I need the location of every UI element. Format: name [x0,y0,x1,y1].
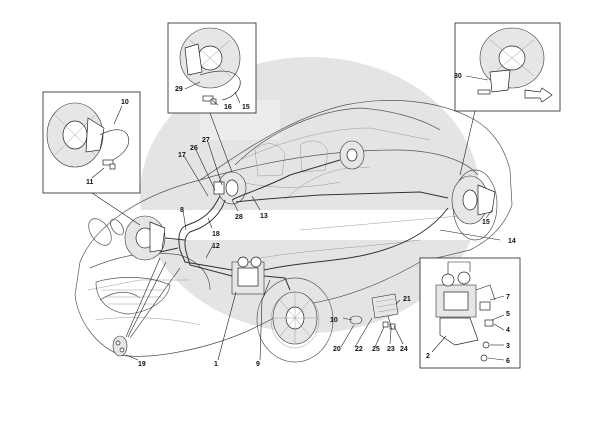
front-right-brake-disc [339,140,365,170]
callouts: 10 11 29 16 15 30 27 26 17 28 13 18 8 12… [86,73,516,368]
rear-left-brake-disc [272,291,318,345]
callout-8: 8 [180,207,184,214]
callout-22: 22 [355,346,363,353]
callout-16: 16 [224,104,232,111]
callout-30: 30 [454,73,462,80]
callout-29: 29 [175,86,183,93]
callout-6: 6 [506,358,510,365]
callout-10-inset: 10 [121,99,129,106]
abs-unit [231,256,265,295]
callout-26: 26 [190,145,198,152]
callout-23: 23 [387,346,395,353]
callout-24: 24 [400,346,408,353]
pressure-sensor-parts [349,293,399,331]
callout-13: 13 [260,213,268,220]
leader-lines [91,75,505,361]
car-body [74,100,513,363]
callout-10-car: 10 [330,317,338,324]
inset-front-sensor [42,91,141,194]
callout-25: 25 [372,346,380,353]
callout-17: 17 [178,152,186,159]
callout-19: 19 [138,361,146,368]
callout-11: 11 [86,179,94,186]
brake-booster [213,171,247,205]
callout-5: 5 [506,311,510,318]
callout-18: 18 [212,231,220,238]
inset-rear-disc [454,22,561,112]
bracket-part [112,335,128,357]
callout-28: 28 [235,214,243,221]
callout-15-inset: 15 [242,104,250,111]
watermark-logo [130,57,490,333]
callout-15-car: 15 [482,219,490,226]
callout-14: 14 [508,238,516,245]
brake-pipes [159,159,449,291]
callout-4: 4 [506,327,510,334]
inset-abs-assembly [419,257,521,369]
callout-21: 21 [403,296,411,303]
callout-7: 7 [506,294,510,301]
front-left-brake-disc [124,215,166,261]
callout-1: 1 [214,361,218,368]
callout-3: 3 [506,343,510,350]
rear-right-brake-disc [451,175,496,225]
callout-2: 2 [426,353,430,360]
inset-front-disc [167,22,257,114]
callout-20: 20 [333,346,341,353]
callout-9: 9 [256,361,260,368]
callout-12: 12 [212,243,220,250]
callout-27: 27 [202,137,210,144]
